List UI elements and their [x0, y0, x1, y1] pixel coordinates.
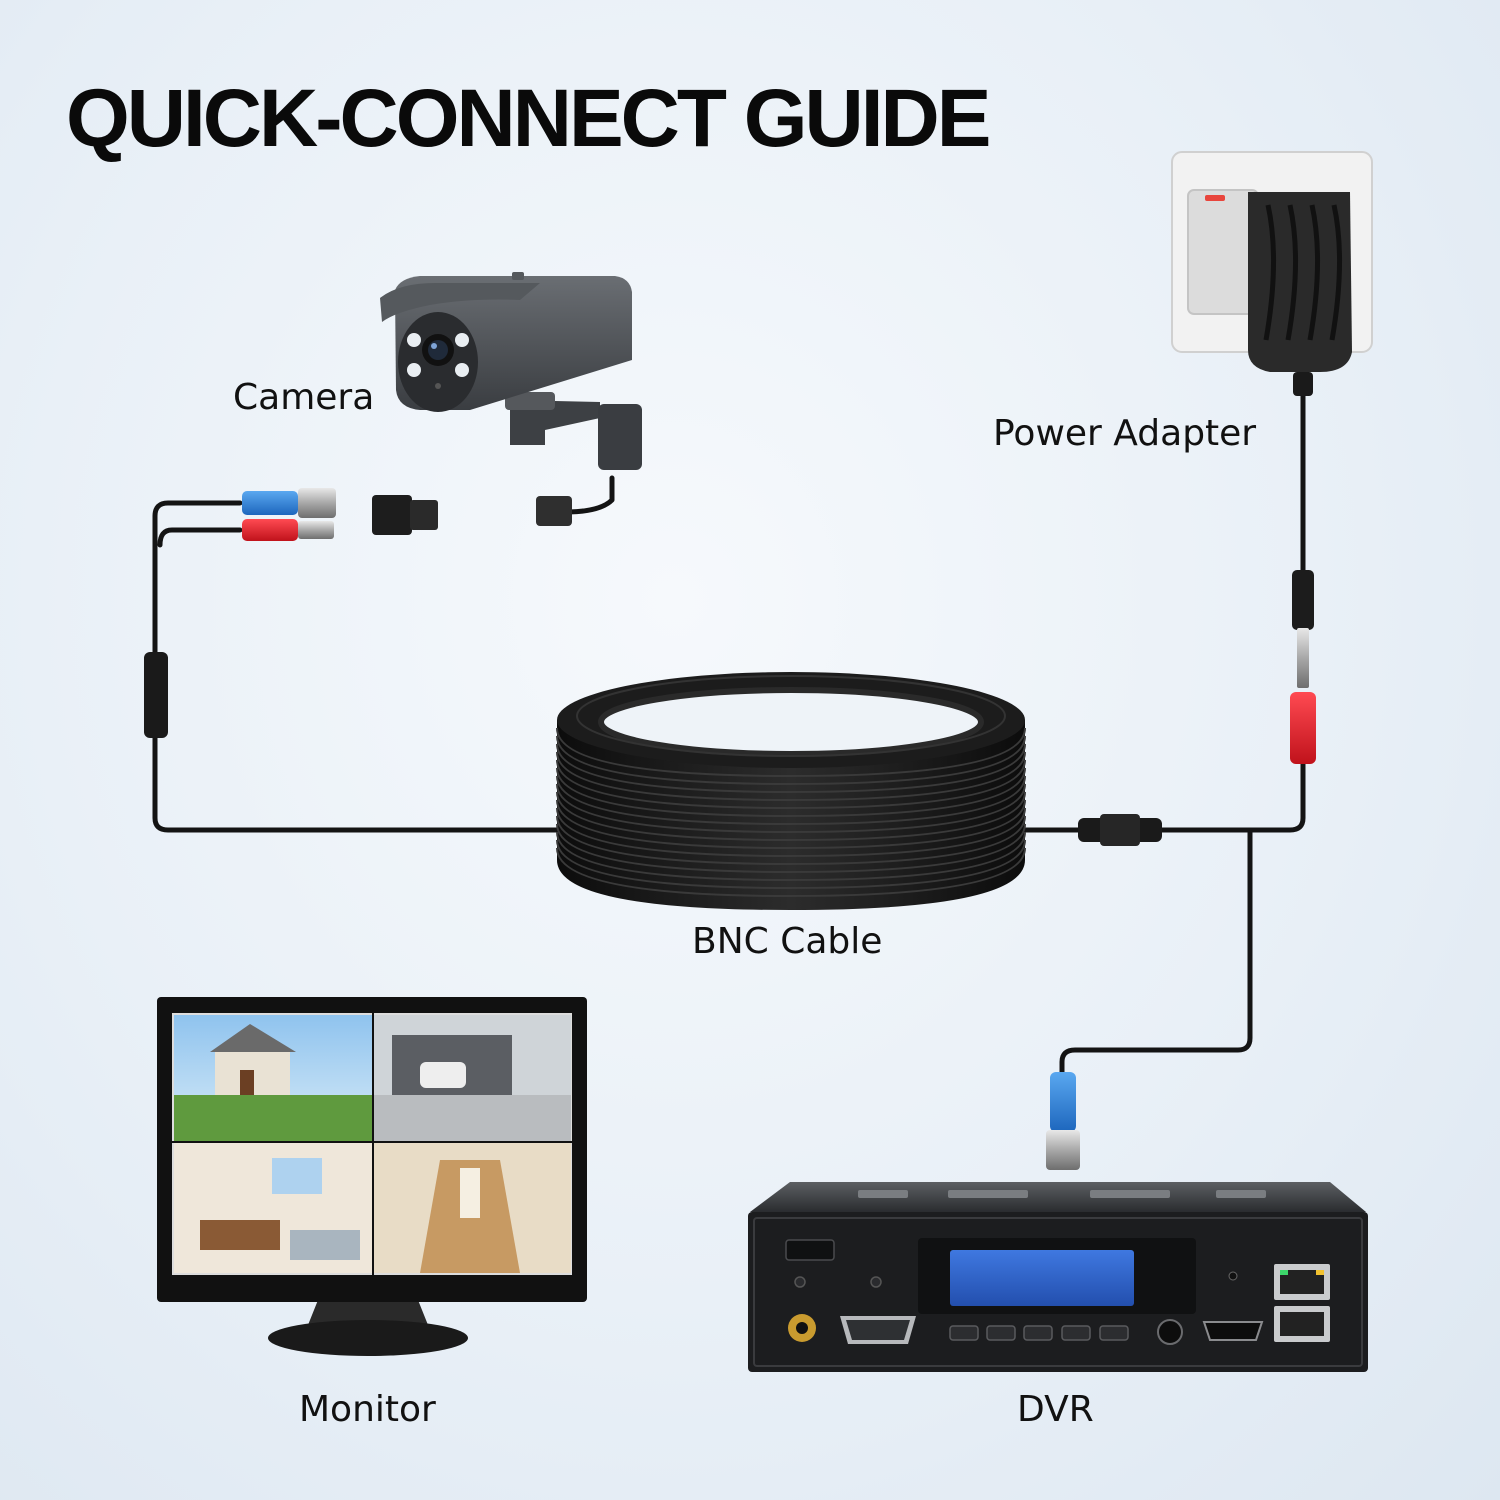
page-title: QUICK-CONNECT GUIDE — [66, 73, 991, 164]
bnc-plug-dvr — [1046, 1072, 1080, 1170]
monitor-icon — [157, 997, 587, 1356]
power-adapter-label: Power Adapter — [993, 413, 1257, 454]
dvr-icon — [748, 1182, 1368, 1372]
camera-label: Camera — [233, 377, 375, 418]
dvr-label: DVR — [1017, 1389, 1094, 1430]
bnc-power-connector-left — [242, 488, 336, 541]
bnc-cable-label: BNC Cable — [692, 921, 883, 962]
bnc-cable-coil-icon — [556, 672, 1026, 910]
cable-junction-left — [144, 652, 168, 738]
monitor-label: Monitor — [299, 1389, 436, 1430]
camera-icon — [380, 272, 642, 470]
cable-junction-right — [1078, 814, 1162, 846]
power-plug-right — [1290, 570, 1316, 764]
monitor-camera-feeds — [174, 1015, 571, 1273]
power-adapter-icon — [1171, 151, 1373, 396]
camera-pigtail-connectors — [372, 495, 572, 535]
